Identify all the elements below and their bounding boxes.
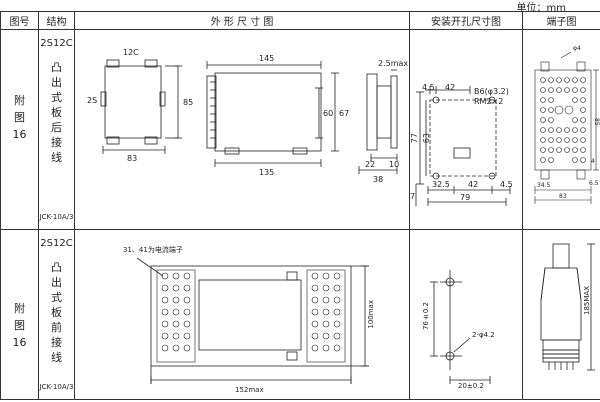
mount-hole-note1: B6(φ3.2) <box>474 87 509 96</box>
front-width-dim: 83 <box>127 154 137 163</box>
structure-cell: 2S12C 凸出 式板 后接 线 JCK-10A/3 <box>39 30 75 230</box>
end-dim-38: 38 <box>373 175 383 184</box>
end-dim-10: 10 <box>389 160 399 169</box>
side-bottom-dim: 135 <box>259 168 274 177</box>
terminal-v-small: 4 <box>591 158 595 165</box>
mount-b-total: 79 <box>460 193 470 202</box>
mounting-drawing: 76±0.2 2-φ4.2 20±0.2 <box>410 230 523 400</box>
header-terminal: 端子图 <box>523 12 600 30</box>
mount-width-dim: 20±0.2 <box>458 382 484 390</box>
structure-code: 2S12C <box>39 238 74 249</box>
header-mounting: 安装开孔尺寸图 <box>410 12 523 30</box>
front-top-label: 12C <box>123 48 139 57</box>
front-view <box>101 60 182 154</box>
mount-b1: 32.5 <box>432 180 450 189</box>
side-top-dim: 145 <box>259 54 274 63</box>
end-view <box>359 70 397 174</box>
structure-code: 2S12C <box>39 38 74 49</box>
mount-h-outer: 77 <box>410 133 419 143</box>
outline-drawing: 12C 2S 85 83 <box>75 30 410 230</box>
terminal-height-dim: 185MAX <box>583 286 591 315</box>
outline-svg: 31、41为电流端子 152max <box>75 230 410 402</box>
side-height-dim: 67 <box>339 109 349 118</box>
terminal-h-total: 85 <box>593 118 600 126</box>
structure-cell: 2S12C 凸出 式板 前接 线 JCK-10A/3 <box>39 230 75 400</box>
outline-note: 31、41为电流端子 <box>123 245 183 254</box>
terminal-top-label: φ4 <box>573 45 581 52</box>
side-inner-dim: 60 <box>323 109 333 118</box>
terminal-grid <box>541 78 586 163</box>
end-dim-22: 22 <box>365 160 375 169</box>
mount-b-left: 7 <box>410 192 415 201</box>
end-top-dim: 2.5max <box>378 59 408 68</box>
structure-text: 凸出 式板 后接 线 <box>39 60 74 165</box>
mount-d-left: 4.5 <box>422 83 435 92</box>
mount-hole-note2: RM2×2 <box>474 97 503 106</box>
terminal-pins <box>543 350 579 370</box>
mount-b3: 4.5 <box>500 180 513 189</box>
front-height-dim: 85 <box>183 98 193 107</box>
mount-hole-label: 2-φ4.2 <box>472 331 495 339</box>
model-label: JCK-10A/3 <box>39 383 74 391</box>
header-outline: 外 形 尺 寸 图 <box>75 12 410 30</box>
outline-width-dim: 152max <box>235 386 264 394</box>
structure-text: 凸出 式板 前接 线 <box>39 260 74 365</box>
terminal-drawing: φ4 34.5 83 85 6.5 4 <box>523 30 600 230</box>
mounting-drawing: 4.5 42 B6(φ3.2) RM2×2 77 63 32.5 42 4.5 … <box>410 30 523 230</box>
header-structure: 结构 <box>39 12 75 30</box>
front-side-label: 2S <box>87 96 97 105</box>
front-panel-view <box>137 258 369 384</box>
mount-d-mid: 42 <box>445 83 455 92</box>
terminal-drawing: 185MAX <box>523 230 600 400</box>
terminal-svg <box>523 30 600 230</box>
header-fig-no: 图号 <box>1 12 39 30</box>
terminal-svg <box>523 230 600 402</box>
terminal-w-total: 83 <box>559 193 567 200</box>
header-row: 图号 结构 外 形 尺 寸 图 安装开孔尺寸图 端子图 <box>1 12 600 30</box>
terminal-dots <box>162 273 340 351</box>
terminal-h-small: 6.5 <box>589 180 599 187</box>
outline-svg: 12C 2S 85 83 <box>75 30 410 230</box>
mount-b2: 42 <box>468 180 478 189</box>
mount-h-inner: 63 <box>422 133 431 143</box>
mount-height-dim: 76±0.2 <box>422 302 430 330</box>
outline-height-dim: 100max <box>367 300 375 329</box>
side-view <box>207 61 339 167</box>
outline-drawing: 31、41为电流端子 152max 100max <box>75 230 410 400</box>
model-label: JCK-10A/3 <box>39 213 74 221</box>
terminal-w1: 34.5 <box>537 182 550 189</box>
